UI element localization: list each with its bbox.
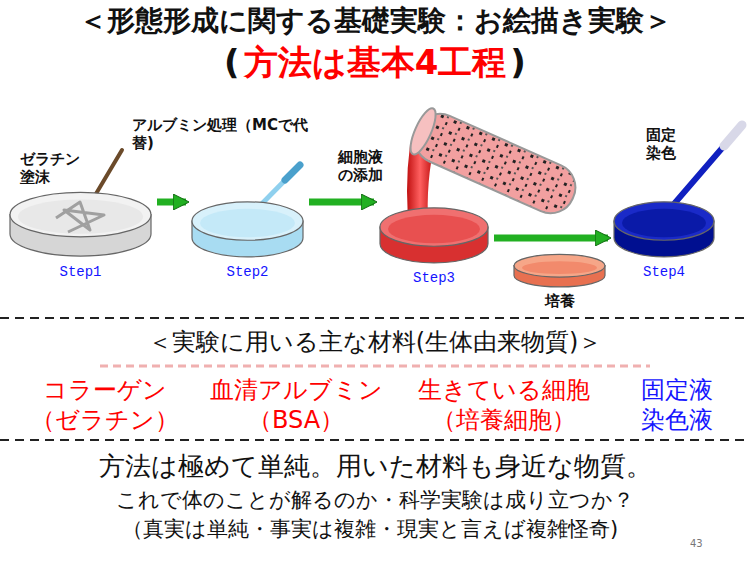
petri-dish: 培養 bbox=[512, 252, 607, 310]
process-arrow bbox=[494, 235, 608, 242]
material-name: 生きている細胞 bbox=[404, 376, 604, 405]
material-name: 固定液 bbox=[612, 376, 742, 405]
dish-outline bbox=[190, 198, 305, 262]
petri-dish: Step1 bbox=[8, 188, 153, 281]
summary-text: （真実は単純・事実は複雑・現実と言えば複雑怪奇) bbox=[0, 517, 740, 542]
subtitle-bracket: ) bbox=[510, 42, 526, 83]
test-tube bbox=[406, 105, 583, 221]
material-name: 染色液 bbox=[612, 406, 742, 435]
dashed-separator bbox=[0, 317, 750, 319]
step-label: Step2 bbox=[190, 264, 305, 281]
dish-label: 培養 bbox=[512, 292, 607, 310]
step-caption: 固定 染色 bbox=[646, 126, 684, 162]
petri-dish: Step4 bbox=[612, 198, 716, 281]
dish-outline bbox=[8, 188, 153, 262]
summary-text: これで体のことが解るのか・科学実験は成り立つか？ bbox=[0, 488, 750, 513]
subtitle: 方法は基本4工程 bbox=[244, 42, 507, 83]
dish-outline bbox=[512, 252, 607, 290]
step-label: Step3 bbox=[378, 270, 490, 287]
material-note: （BSA） bbox=[198, 406, 394, 435]
material-note: （培養細胞） bbox=[404, 406, 604, 435]
material-name: 血清アルブミン bbox=[198, 376, 394, 405]
process-arrow bbox=[309, 199, 374, 206]
dish-outline bbox=[612, 198, 716, 262]
subtitle-bracket: ( bbox=[224, 42, 240, 83]
step-caption: アルブミン処理（MCで代替) bbox=[132, 116, 324, 152]
page-number: 43 bbox=[690, 538, 730, 550]
step-label: Step1 bbox=[8, 264, 153, 281]
section-heading: ＜実験に用いる主な材料(生体由来物質)＞ bbox=[0, 328, 750, 357]
petri-dish: Step2 bbox=[190, 198, 305, 281]
step-label: Step4 bbox=[612, 264, 716, 281]
petri-dish: Step3 bbox=[378, 204, 490, 287]
dashed-separator bbox=[0, 439, 750, 441]
dashed-underline bbox=[100, 365, 650, 368]
material-note: （ゼラチン） bbox=[15, 406, 195, 435]
slide-title: ＜形態形成に関する基礎実験：お絵描き実験＞ bbox=[0, 4, 750, 38]
process-arrow bbox=[157, 199, 186, 206]
step-caption: ゼラチン 塗沫 bbox=[20, 150, 86, 186]
dish-outline bbox=[378, 204, 490, 268]
step-caption: 細胞液 の添加 bbox=[338, 148, 392, 184]
summary-text: 方法は極めて単純。用いた材料も身近な物質。 bbox=[0, 451, 750, 482]
material-name: コラーゲン bbox=[15, 376, 195, 405]
